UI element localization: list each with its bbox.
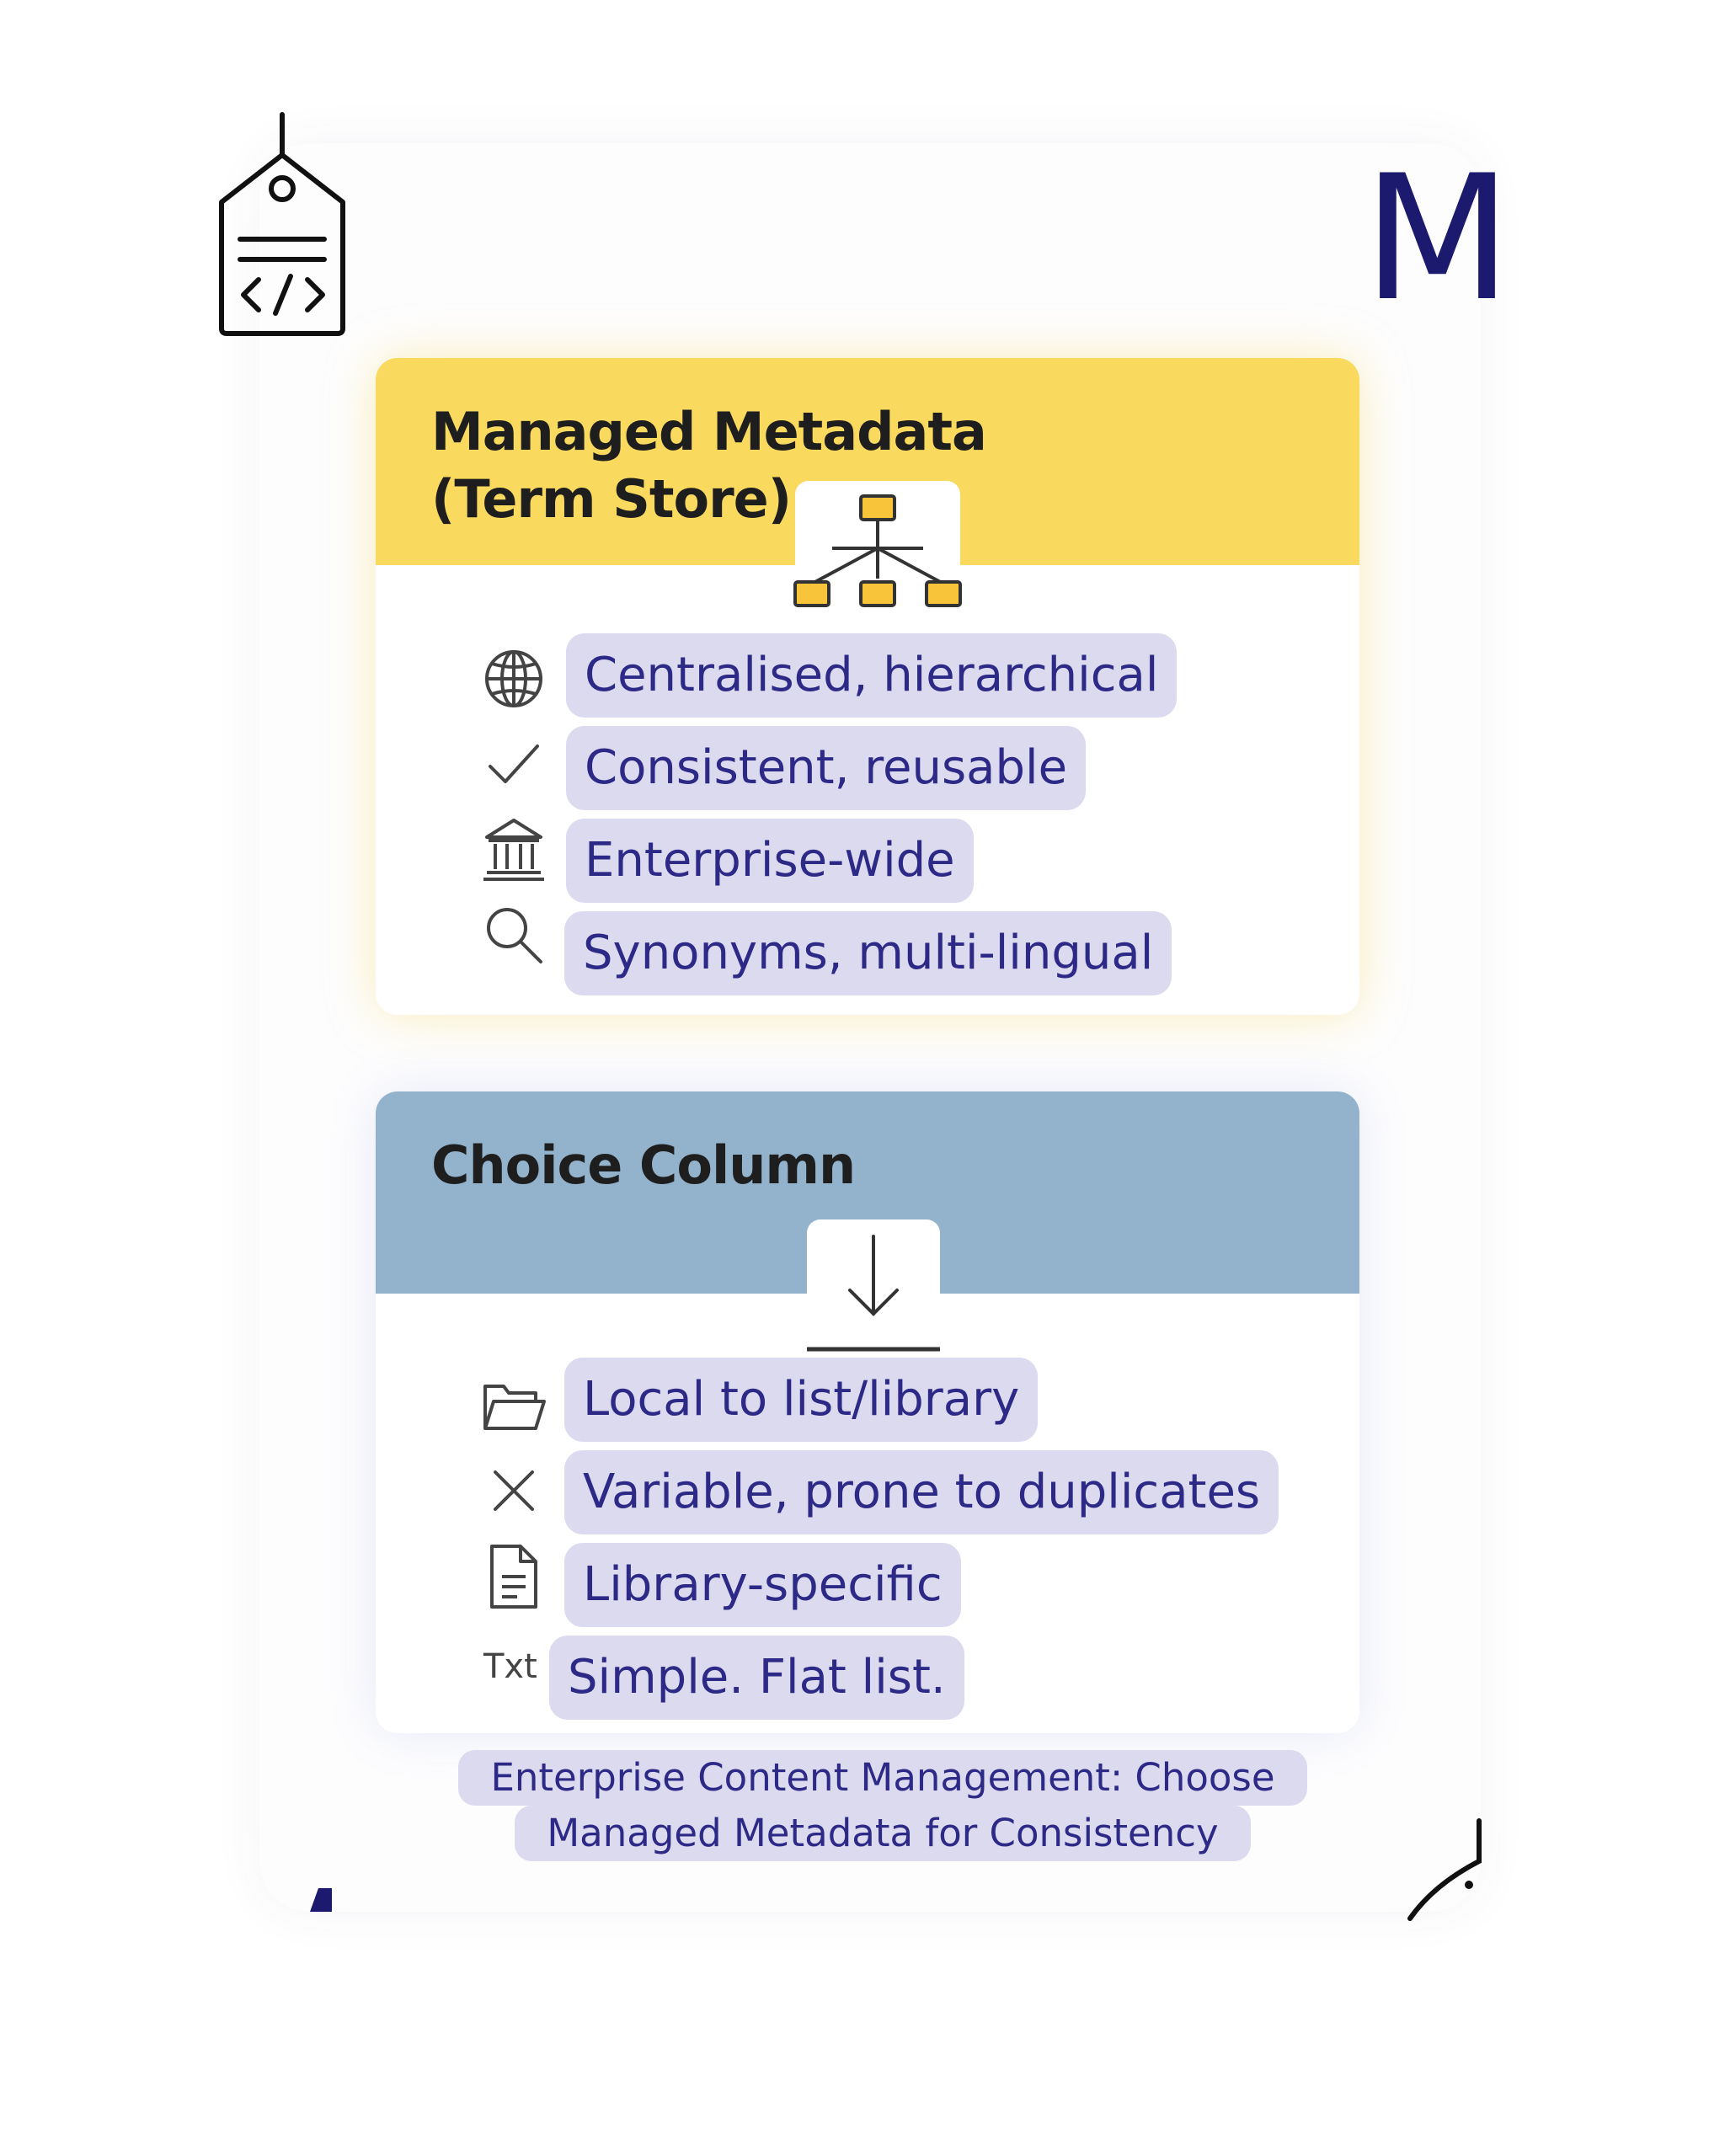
folder-icon [483, 1385, 546, 1430]
hierarchy-icon [793, 494, 962, 607]
corner-mark-left [310, 1888, 332, 1912]
code-tag-icon [219, 112, 345, 336]
feature-enterprise: Enterprise-wide [566, 819, 974, 903]
feature-synonyms: Synonyms, multi-lingual [564, 911, 1172, 995]
feature-library-specific: Library-specific [564, 1543, 961, 1627]
feature-consistent: Consistent, reusable [566, 726, 1087, 810]
feature-centralised: Centralised, hierarchical [566, 633, 1178, 718]
caption-line-1: Enterprise Content Management: Choose [458, 1750, 1307, 1806]
corner-mark-right [1407, 1818, 1482, 1921]
feature-variable: Variable, prone to duplicates [564, 1450, 1279, 1534]
caption-line-2: Managed Metadata for Consistency [515, 1806, 1251, 1861]
choice-column-title: Choice Column [431, 1134, 856, 1196]
caption: Enterprise Content Management: Choose Ma… [435, 1750, 1331, 1861]
document-icon [490, 1545, 537, 1609]
managed-metadata-title: Managed Metadata (Term Store) [431, 401, 987, 530]
text-format-icon: Txt [483, 1647, 537, 1686]
search-icon [487, 908, 542, 963]
feature-local: Local to list/library [564, 1358, 1039, 1442]
down-arrow-icon [807, 1235, 940, 1352]
checkmark-icon [489, 744, 539, 783]
decorative-letter: M [1363, 139, 1512, 339]
building-icon [483, 819, 544, 881]
globe-icon [485, 650, 542, 707]
svg-text:Txt: Txt [483, 1647, 537, 1686]
x-icon [494, 1470, 534, 1511]
feature-simple-flat: Simple. Flat list. [549, 1636, 964, 1720]
